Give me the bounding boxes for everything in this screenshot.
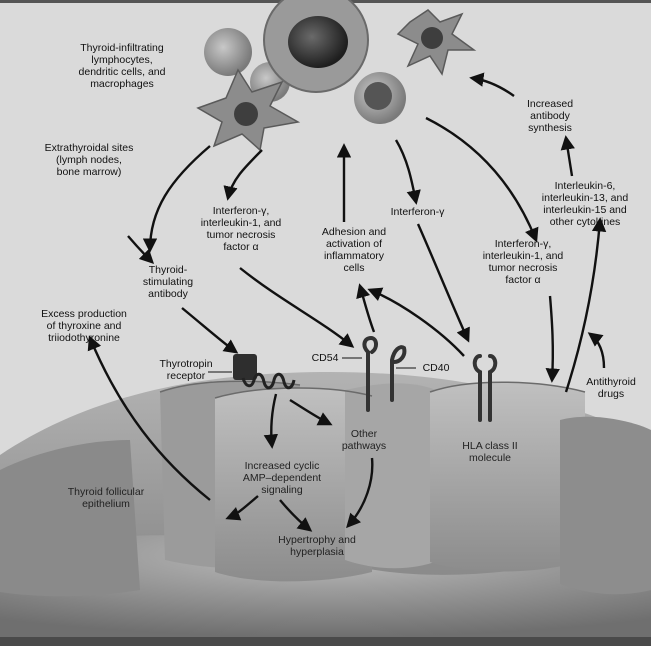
camp-signaling-label: Increased cyclic AMP–dependent signaling [226,460,338,496]
lymphocyte-cell [204,28,252,76]
extrathyroidal-sites-label: Extrathyroidal sites (lymph nodes, bone … [24,142,154,178]
antithyroid-drugs-label: Antithyroid drugs [574,376,648,400]
cd40-label: CD40 [416,362,456,374]
interleukins-label: Interleukin-6, interleukin-13, and inter… [526,180,644,228]
hla-class-ii-label: HLA class II molecule [442,440,538,464]
cd54-label: CD54 [306,352,344,364]
cytokines-left-label: Interferon-γ, interleukin-1, and tumor n… [186,205,296,253]
hypertrophy-label: Hypertrophy and hyperplasia [262,534,372,558]
adhesion-label: Adhesion and activation of inflammatory … [298,226,410,274]
immune-cells-label: Thyroid-infiltrating lymphocytes, dendri… [52,42,192,90]
interferon-gamma-label: Interferon-γ [375,206,460,218]
other-pathways-label: Other pathways [328,428,400,452]
excess-production-label: Excess production of thyroxine and triio… [18,308,150,344]
thyrotropin-receptor-label: Thyrotropin receptor [150,358,222,382]
follicular-epithelium-label: Thyroid follicular epithelium [46,486,166,510]
cytokines-right-label: Interferon-γ, interleukin-1, and tumor n… [468,238,578,286]
increased-antibody-label: Increased antibody synthesis [505,98,595,134]
tsab-label: Thyroid- stimulating antibody [120,264,216,300]
